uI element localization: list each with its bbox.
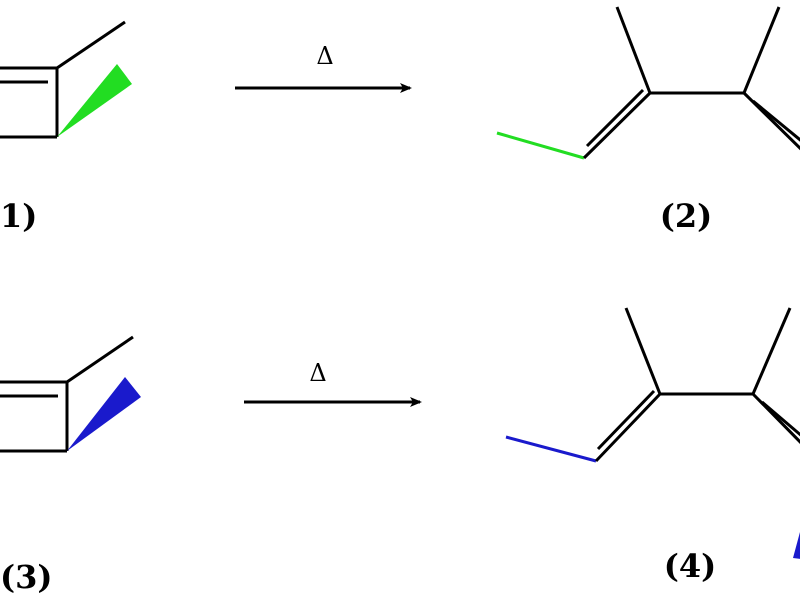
double-bond-1-inner bbox=[585, 88, 645, 148]
double-bond-2-outer bbox=[742, 91, 800, 151]
reaction-1: Δ 1) (2) bbox=[0, 6, 800, 235]
methyl-bond-2 bbox=[742, 6, 781, 94]
heat-label-2: Δ bbox=[309, 359, 326, 387]
product-4-structure bbox=[505, 307, 800, 559]
double-bond-2-inner bbox=[752, 99, 800, 142]
methyl-bond-1 bbox=[624, 307, 662, 395]
compound-label-3: (3) bbox=[0, 558, 53, 596]
highlight-bond bbox=[496, 131, 585, 160]
methyl-bond bbox=[56, 20, 126, 70]
wedge-bond bbox=[57, 64, 132, 137]
wedge-bond-fragment bbox=[793, 532, 800, 559]
methyl-bond bbox=[66, 335, 134, 384]
double-bond-2-inner bbox=[761, 400, 800, 437]
highlight-bond bbox=[505, 435, 597, 463]
methyl-bond-2 bbox=[751, 307, 792, 395]
double-bond-1-outer bbox=[582, 91, 652, 160]
reactant-1-structure bbox=[0, 20, 132, 139]
compound-label-1: 1) bbox=[0, 197, 37, 235]
methyl-bond-1 bbox=[615, 6, 652, 94]
compound-label-2: (2) bbox=[660, 197, 713, 235]
reactant-3-structure bbox=[0, 335, 141, 453]
heat-label-1: Δ bbox=[316, 42, 333, 70]
double-bond-1-outer bbox=[594, 392, 662, 463]
product-2-structure bbox=[496, 6, 800, 160]
double-bond-2-outer bbox=[751, 392, 800, 444]
compound-label-4: (4) bbox=[664, 547, 717, 585]
double-bond-1-inner bbox=[596, 389, 656, 451]
reaction-2: Δ (3) (4) bbox=[0, 307, 800, 596]
wedge-bond bbox=[67, 377, 141, 451]
